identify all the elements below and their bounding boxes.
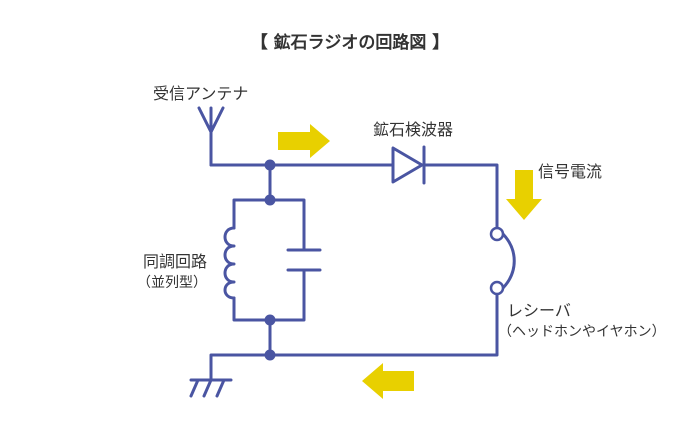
receiver-terminal-bottom: [489, 280, 505, 296]
junction-dot: [264, 159, 276, 171]
tuning-circuit-label: 同調回路: [143, 252, 208, 271]
ground-wire: [209, 353, 272, 382]
current-arrow-right-icon: [278, 124, 330, 158]
junction-dot: [264, 349, 276, 361]
junction-dot: [264, 194, 276, 206]
antenna-icon: [197, 106, 225, 167]
receiver-label: レシーバ: [507, 301, 571, 320]
capacitor-icon: [286, 248, 322, 272]
tank-frame: [232, 198, 306, 322]
receiver-icon: [501, 232, 516, 290]
ground-icon: [189, 378, 233, 398]
top-wire: [209, 163, 499, 230]
receiver-terminal-top: [489, 226, 505, 242]
antenna-label: 受信アンテナ: [153, 84, 249, 103]
coil-icon: [223, 226, 236, 300]
detector-label: 鉱石検波器: [373, 120, 454, 139]
signal-current-label: 信号電流: [538, 162, 603, 181]
tuning-circuit-note: （並列型）: [137, 275, 207, 291]
right-wire: [268, 290, 499, 357]
current-arrow-down-icon: [506, 170, 542, 220]
junction-dot: [264, 314, 276, 326]
receiver-note: （ヘッドホンやイヤホン）: [498, 324, 666, 340]
diode-icon: [391, 145, 426, 185]
diagram-title: 【 鉱石ラジオの回路図 】: [250, 33, 450, 53]
current-arrow-left-icon: [362, 363, 414, 399]
